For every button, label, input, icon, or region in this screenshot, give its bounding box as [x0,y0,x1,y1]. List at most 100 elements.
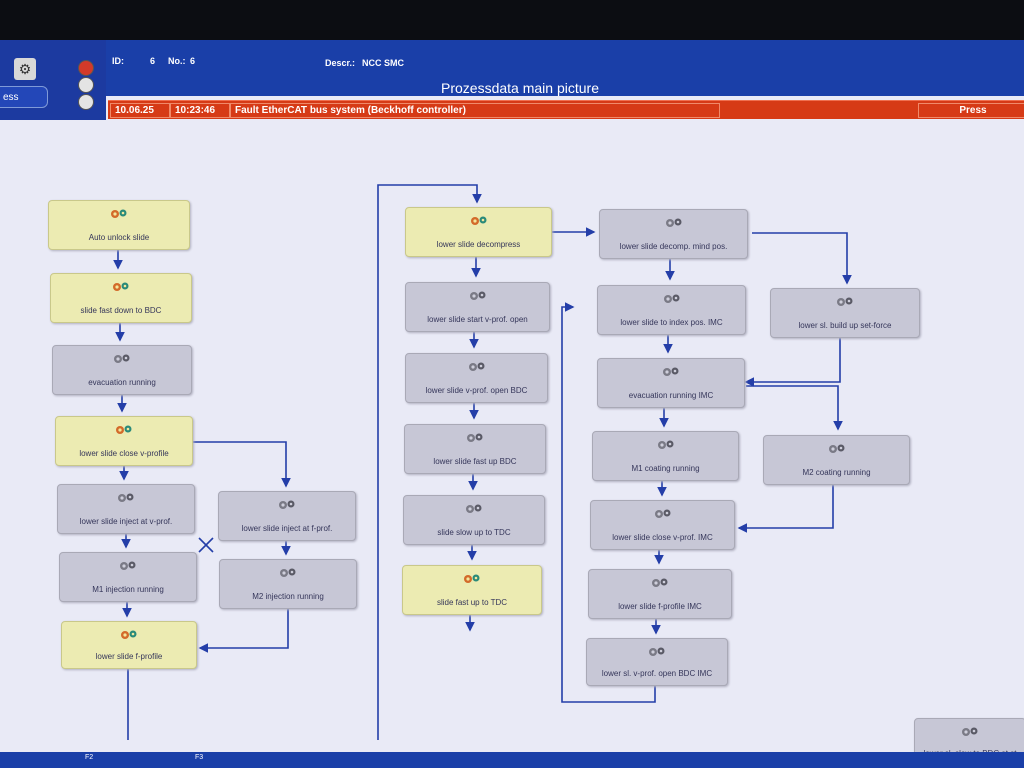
flow-connector [191,441,291,488]
step-node[interactable]: lower slide decompress [405,207,552,257]
step-label: lower slide to index pos. IMC [620,318,723,327]
flow-connector [561,302,656,703]
step-label: evacuation running [88,378,156,387]
gear-icon [827,442,847,456]
gear-icon [462,572,482,586]
step-label: lower slide f-profile [95,652,163,661]
gear-icon [464,502,484,516]
step-label: slide fast up to TDC [436,598,508,607]
press-mode-label: Press [918,103,1024,118]
gear-icon [119,628,139,642]
page-title: Prozessdata main picture [441,80,599,96]
function-key-f3[interactable]: F3 [195,754,204,761]
no-value: 6 [190,56,196,66]
step-label: slide slow up to TDC [437,528,511,537]
flow-connector [752,232,852,285]
flow-connector [127,184,482,740]
gear-icon [277,498,297,512]
descr-label: Descr.: [325,58,356,68]
step-node[interactable]: lower slide fast up BDC [404,424,546,474]
gear-icon [116,491,136,505]
step-label: M2 injection running [252,592,324,601]
step-node[interactable]: lower slide to index pos. IMC [597,285,746,335]
step-node[interactable]: lower slide close v-prof. IMC [590,500,735,550]
alarm-message-bar[interactable]: 10.06.25 10:23:46 Fault EtherCAT bus sys… [108,100,1024,119]
gear-icon [114,423,134,437]
flow-connector [746,385,843,431]
gear-icon [468,289,488,303]
id-value: 6 [150,56,156,66]
gear-icon [650,576,670,590]
gear-icon [647,645,667,659]
step-node[interactable]: lower slide f-profile [61,621,197,669]
step-node[interactable]: M2 coating running [763,435,910,485]
step-label: Auto unlock slide [88,233,150,242]
step-node[interactable]: lower slide inject at v-prof. [57,484,195,534]
alarm-text: Fault EtherCAT bus system (Beckhoff cont… [230,103,720,118]
step-node[interactable]: slide fast up to TDC [402,565,542,615]
flow-connector [198,537,214,553]
header-bar [0,40,1024,96]
step-node[interactable]: lower slide start v-prof. open [405,282,550,332]
gear-icon [111,280,131,294]
process-flow-diagram: Auto unlock slide slide fast down to BDC e… [0,120,1024,766]
function-key-bar: F2 F3 [0,752,1024,768]
step-label: M1 injection running [92,585,164,594]
gear-icon [662,292,682,306]
gear-icon [278,566,298,580]
step-node[interactable]: lower slide close v-profile [55,416,193,466]
step-label: lower slide fast up BDC [433,457,517,466]
step-node[interactable]: lower slide v-prof. open BDC [405,353,548,403]
step-node[interactable]: M2 injection running [219,559,357,609]
id-label: ID: [112,56,124,66]
gear-icon [835,295,855,309]
step-node[interactable]: lower sl. build up set-force [770,288,920,338]
step-node[interactable]: slide slow up to TDC [403,495,545,545]
step-node[interactable]: M1 coating running [592,431,739,481]
alarm-time: 10:23:46 [170,103,230,118]
step-label: lower slide v-prof. open BDC [425,386,528,395]
hmi-screen: ⚙ ess ID: 6 No.: 6 Descr.: NCC SMC Proze… [0,40,1024,768]
step-node[interactable]: M1 injection running [59,552,197,602]
no-label: No.: [168,56,186,66]
flow-connector [737,484,834,533]
step-label: lower slide f-profile IMC [618,602,702,611]
step-node[interactable]: lower sl. v-prof. open BDC IMC [586,638,728,686]
status-lamp-2-icon [78,94,94,110]
flow-connector [198,608,289,653]
step-node[interactable]: lower slide decomp. mind pos. [599,209,748,259]
machine-logo-icon: ⚙ [14,58,36,80]
gear-icon [653,507,673,521]
gear-icon [661,365,681,379]
step-node[interactable]: slide fast down to BDC [50,273,192,323]
step-label: lower sl. build up set-force [798,321,892,330]
step-node[interactable]: lower slide f-profile IMC [588,569,732,619]
step-label: lower slide decompress [436,240,521,249]
step-label: lower slide close v-prof. IMC [612,533,713,542]
function-key-f2[interactable]: F2 [85,754,94,761]
step-label: lower slide decomp. mind pos. [619,242,728,251]
step-label: lower sl. v-prof. open BDC IMC [601,669,713,678]
gear-icon [465,431,485,445]
gear-icon [469,214,489,228]
step-node[interactable]: evacuation running IMC [597,358,745,408]
step-label: lower slide inject at f-prof. [241,524,333,533]
gear-icon [112,352,132,366]
flow-links [113,184,852,740]
gear-icon [467,360,487,374]
step-label: evacuation running IMC [628,391,714,400]
alarm-date: 10.06.25 [110,103,170,118]
gear-icon [109,207,129,221]
step-label: M2 coating running [802,468,871,477]
descr-value: NCC SMC [362,58,404,68]
gear-icon [960,725,980,739]
press-button[interactable]: ess [0,86,48,108]
gear-icon [664,216,684,230]
step-label: lower slide close v-profile [79,449,169,458]
status-lamp-1-icon [78,77,94,93]
flow-connector [744,337,841,387]
gear-icon [656,438,676,452]
step-node[interactable]: evacuation running [52,345,192,395]
step-node[interactable]: Auto unlock slide [48,200,190,250]
step-node[interactable]: lower slide inject at f-prof. [218,491,356,541]
